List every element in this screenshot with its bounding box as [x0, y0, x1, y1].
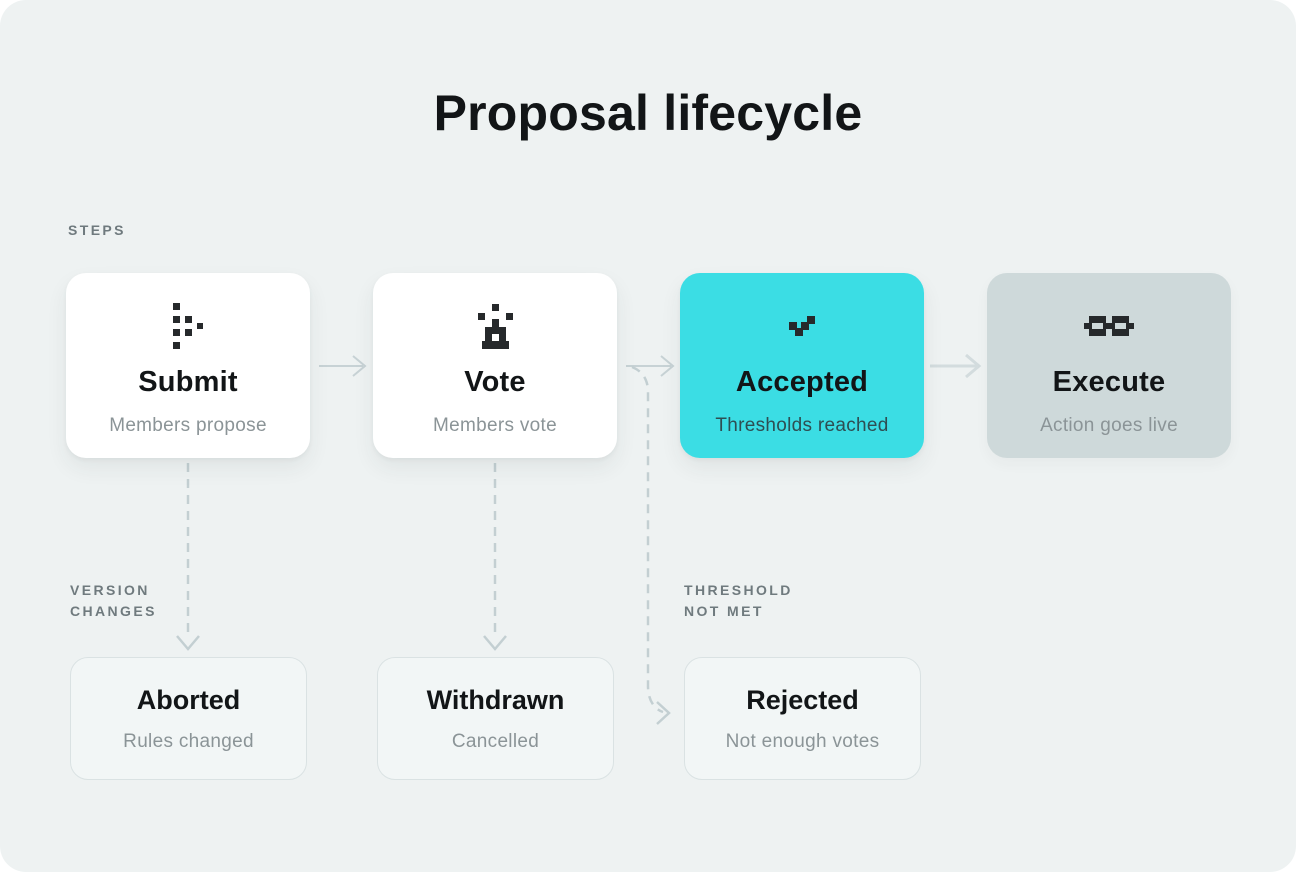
- step-card-submit: Submit Members propose: [66, 273, 310, 458]
- pixel-check-icon: [789, 316, 815, 336]
- outcome-subtitle: Rules changed: [123, 731, 254, 752]
- arrow-accepted-to-execute: [930, 353, 982, 379]
- arrow-vote-to-accepted: [626, 355, 675, 377]
- outcome-title: Aborted: [136, 685, 241, 715]
- step-subtitle: Members vote: [433, 415, 557, 436]
- pixel-ballot-icon: [477, 303, 513, 349]
- outcome-card-rejected: Rejected Not enough votes: [684, 657, 921, 780]
- outcome-title: Withdrawn: [426, 685, 565, 715]
- vote-icon-area: [373, 273, 617, 379]
- pixel-link-icon: [1084, 316, 1134, 336]
- step-title: Accepted: [735, 366, 869, 398]
- step-subtitle: Action goes live: [1040, 415, 1178, 436]
- step-subtitle: Thresholds reached: [715, 415, 889, 436]
- step-title: Submit: [138, 366, 238, 398]
- outcome-card-aborted: Aborted Rules changed: [70, 657, 307, 780]
- dashed-arrow-vote-to-withdrawn: [483, 463, 507, 651]
- outcome-card-withdrawn: Withdrawn Cancelled: [377, 657, 614, 780]
- step-subtitle: Members propose: [109, 415, 267, 436]
- execute-icon-area: [987, 273, 1231, 379]
- submit-icon-area: [66, 273, 310, 379]
- step-card-vote: Vote Members vote: [373, 273, 617, 458]
- outcome-title: Rejected: [746, 685, 859, 715]
- page-title: Proposal lifecycle: [433, 85, 863, 141]
- step-title: Execute: [1052, 366, 1166, 398]
- step-title: Vote: [464, 366, 526, 398]
- version-changes-label: VERSION CHANGES: [70, 582, 157, 619]
- threshold-not-met-label: THRESHOLD NOT MET: [684, 582, 793, 619]
- accepted-icon-area: [680, 273, 924, 379]
- steps-section-label: STEPS: [68, 222, 126, 238]
- step-card-accepted: Accepted Thresholds reached: [680, 273, 924, 458]
- pixel-arrow-icon: [172, 303, 203, 349]
- arrow-submit-to-vote: [319, 355, 367, 377]
- outcome-subtitle: Cancelled: [451, 731, 540, 752]
- step-card-execute: Execute Action goes live: [987, 273, 1231, 458]
- dashed-arrow-submit-to-aborted: [176, 463, 200, 651]
- dashed-arrow-threshold-to-rejected: [631, 365, 671, 725]
- outcome-subtitle: Not enough votes: [725, 731, 880, 752]
